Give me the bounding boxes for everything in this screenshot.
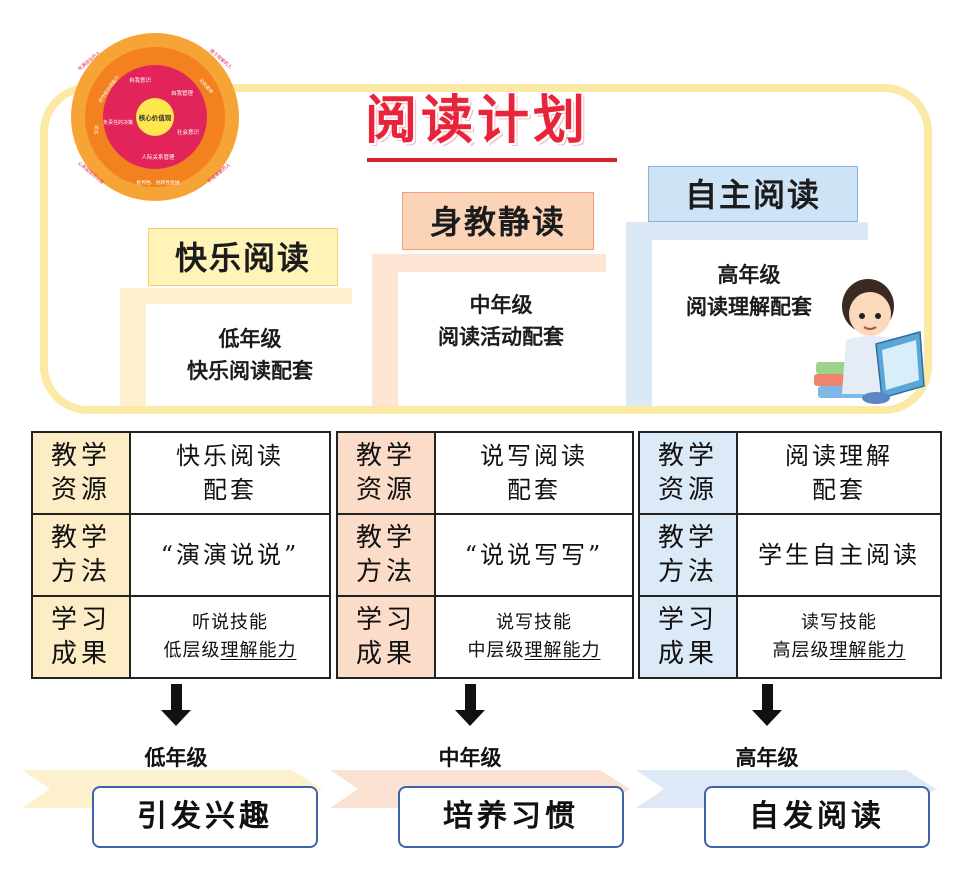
result-grade-low: 低年级 [144,746,208,770]
wheel-inner-label: 自我意识 [129,76,152,84]
arrow-down-icon [455,684,485,726]
plan-frame [40,84,932,414]
stage-low-grade: 低年级 [218,327,282,351]
method-cell: 学生自主阅读 [736,513,942,597]
stage-mid-step [372,254,606,406]
row-header-resource: 教学资源 [336,431,436,515]
arrow-down-icon [752,684,782,726]
row-header-outcome: 学习成果 [336,595,436,679]
stage-low-step [120,288,352,406]
wheel-inner-label: 负责任的决策 [103,119,133,126]
wheel-inner-label: 社会意识 [177,128,200,136]
wheel-inner-label: 人际关系管理 [141,153,175,161]
face-icon [849,292,891,336]
row-header-method: 教学方法 [31,513,131,597]
result-low: 引发兴趣 [92,786,318,848]
resource-cell: 阅读理解配套 [736,431,942,515]
stage-high-grade: 高年级 [717,263,781,287]
row-header-resource: 教学资源 [31,431,131,515]
wheel-outer-label: 交流 [93,125,101,135]
resource-cell: 说写阅读配套 [434,431,634,515]
stage-high-label: 自主阅读 [648,166,858,222]
wheel-core [136,98,174,136]
stage-low-desc: 快乐阅读配套 [187,359,313,383]
outcome-cell: 听说技能低层级理解能力 [129,595,331,679]
result-mid: 培养习惯 [398,786,624,848]
outcome-cell: 说写技能中层级理解能力 [434,595,634,679]
row-header-outcome: 学习成果 [31,595,131,679]
stage-high-desc: 阅读理解配套 [686,295,812,319]
boy-reading-illustration [814,279,925,404]
title-underline [367,158,617,162]
method-cell: “演演说说” [129,513,331,597]
row-header-method: 教学方法 [336,513,436,597]
page-title: 阅读计划 [365,91,590,151]
stage-mid-grade: 中年级 [469,293,533,317]
method-cell: “说说写写” [434,513,634,597]
outcome-cell: 读写技能高层级理解能力 [736,595,942,679]
plan-table-mid: 教学资源 说写阅读配套 教学方法 “说说写写” 学习成果 说写技能中层级理解能力 [336,431,634,679]
stage-mid-desc: 阅读活动配套 [438,325,564,349]
resource-cell: 快乐阅读配套 [129,431,331,515]
result-grade-high: 高年级 [735,746,799,770]
wheel-inner-label: 自我管理 [171,89,194,97]
row-header-outcome: 学习成果 [638,595,738,679]
wheel-center-label: 核心价值观 [139,113,172,122]
result-grade-mid: 中年级 [438,746,502,770]
row-header-resource: 教学资源 [638,431,738,515]
plan-table-low: 教学资源 快乐阅读配套 教学方法 “演演说说” 学习成果 听说技能低层级理解能力 [31,431,331,679]
plan-table-high: 教学资源 阅读理解配套 教学方法 学生自主阅读 学习成果 读写技能高层级理解能力 [638,431,942,679]
stage-mid-label: 身教静读 [402,192,594,250]
arrow-down-icon [161,684,191,726]
result-high: 自发阅读 [704,786,930,848]
core-values-wheel: 核心价值观 自我意识 自我管理 社会意识 人际关系管理 负责任的决策 合作和协调… [71,33,239,201]
wheel-outer-label: 批判性、创新性思维 [136,179,179,186]
stage-low-label: 快乐阅读 [148,228,338,286]
row-header-method: 教学方法 [638,513,738,597]
